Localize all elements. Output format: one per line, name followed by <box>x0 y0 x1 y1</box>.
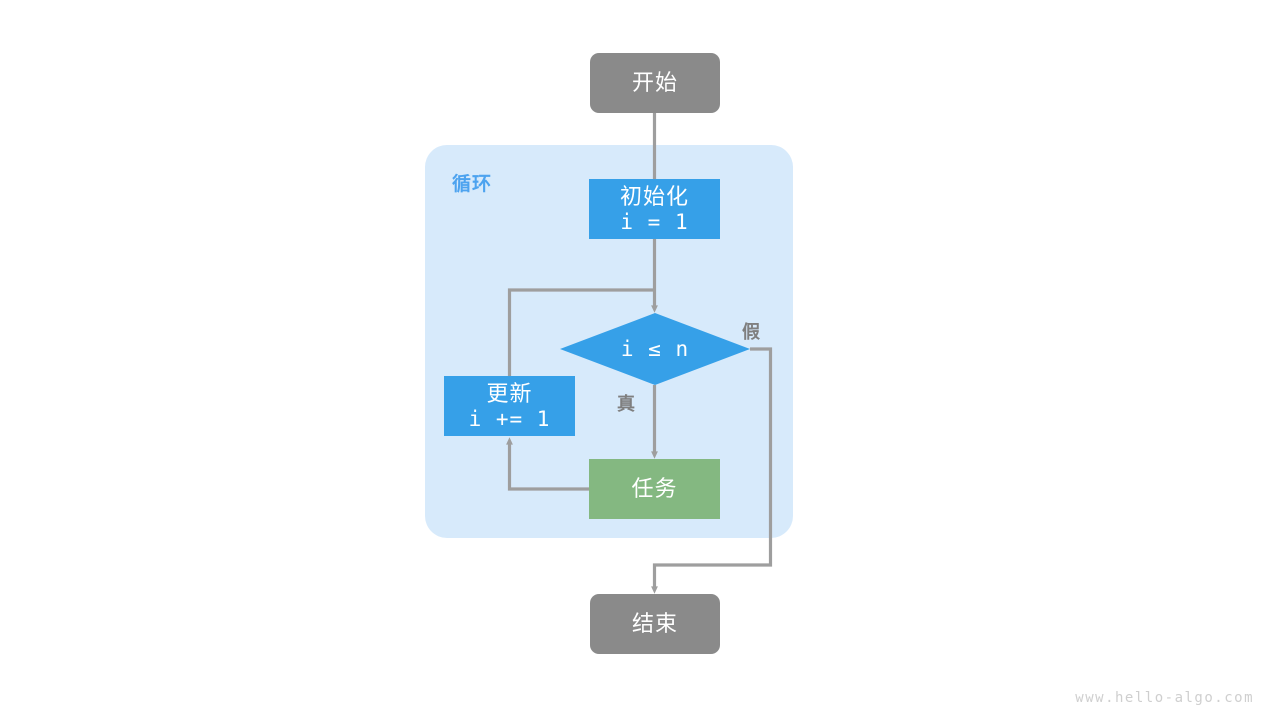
edge-update-to-condition <box>507 288 655 376</box>
edge-condition-false-to-end <box>651 347 773 594</box>
edge-task-to-update <box>506 437 589 491</box>
node-start-shape <box>590 53 720 113</box>
node-condition-shape <box>560 313 750 385</box>
node-end-shape <box>590 594 720 654</box>
node-task-shape <box>589 459 720 519</box>
loop-group-label: 循环 <box>452 174 493 195</box>
node-update-shape <box>444 376 575 436</box>
node-init-shape <box>589 179 720 239</box>
watermark: www.hello-algo.com <box>1075 690 1254 706</box>
